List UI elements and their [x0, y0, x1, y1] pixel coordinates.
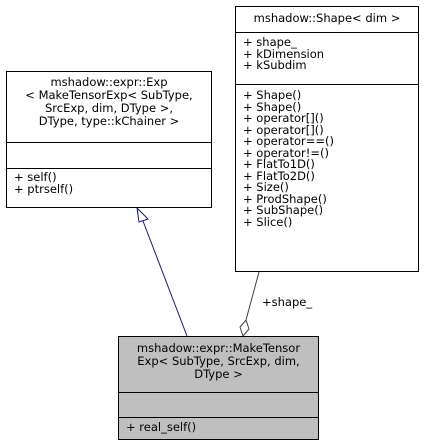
- class-attributes-section: + shape_ + kDimension + kSubdim: [236, 32, 418, 84]
- class-title-section: mshadow::expr::MakeTensor Exp< SubType, …: [119, 337, 318, 392]
- class-box-make-tensor-exp[interactable]: mshadow::expr::MakeTensor Exp< SubType, …: [118, 336, 319, 440]
- attribute-item: + kSubdim: [243, 58, 307, 72]
- method-item: + self(): [14, 170, 57, 184]
- class-methods-section: + self() + ptrself(): [7, 168, 211, 195]
- class-title-line: < MakeTensorExp< SubType,: [25, 88, 193, 102]
- method-item: + FlatTo2D(): [243, 168, 315, 183]
- method-item: + SubShape(): [243, 203, 324, 217]
- class-methods-section: + Shape() + Shape() + operator[]() + ope…: [236, 84, 418, 228]
- class-methods-section: + real_self(): [119, 417, 318, 434]
- method-item: + real_self(): [126, 420, 197, 434]
- class-box-exp[interactable]: mshadow::expr::Exp < MakeTensorExp< SubT…: [6, 71, 212, 208]
- class-attributes-section: [119, 392, 318, 417]
- composition-diamond: [239, 319, 250, 337]
- class-title-line: DType >: [194, 367, 243, 381]
- method-item: + Shape(): [243, 99, 302, 114]
- inheritance-arrowhead: [136, 206, 149, 223]
- class-attributes-section: [7, 142, 211, 168]
- method-item: + ProdShape(): [243, 191, 327, 206]
- class-title-line: DType, type::kChainer >: [38, 114, 180, 128]
- method-item: + operator[](): [243, 111, 324, 125]
- class-box-shape[interactable]: mshadow::Shape< dim > + shape_ + kDimens…: [235, 6, 419, 272]
- method-item: + operator[](): [243, 122, 324, 137]
- method-item: + ptrself(): [14, 181, 74, 196]
- attribute-item: + kDimension: [243, 46, 325, 61]
- class-title-line: mshadow::expr::Exp: [50, 75, 168, 89]
- composition-edge-label: +shape_: [262, 295, 313, 309]
- method-item: + operator==(): [243, 134, 334, 148]
- method-item: + Shape(): [243, 88, 302, 102]
- method-item: + Slice(): [243, 214, 293, 229]
- class-title-line: mshadow::Shape< dim >: [253, 11, 401, 25]
- inheritance-edge: [142, 220, 188, 337]
- method-item: + FlatTo1D(): [243, 157, 315, 171]
- class-title-line: Exp< SubType, SrcExp, dim,: [137, 354, 300, 368]
- class-title-line: mshadow::expr::MakeTensor: [136, 341, 301, 355]
- class-title-section: mshadow::expr::Exp < MakeTensorExp< SubT…: [7, 72, 211, 142]
- method-item: + Size(): [243, 180, 289, 194]
- class-title-section: mshadow::Shape< dim >: [236, 7, 418, 32]
- composition-edge: [245, 271, 260, 321]
- class-title-line: SrcExp, dim, DType >,: [44, 101, 173, 115]
- method-item: + operator!=(): [243, 145, 329, 160]
- attribute-item: + shape_: [243, 35, 297, 49]
